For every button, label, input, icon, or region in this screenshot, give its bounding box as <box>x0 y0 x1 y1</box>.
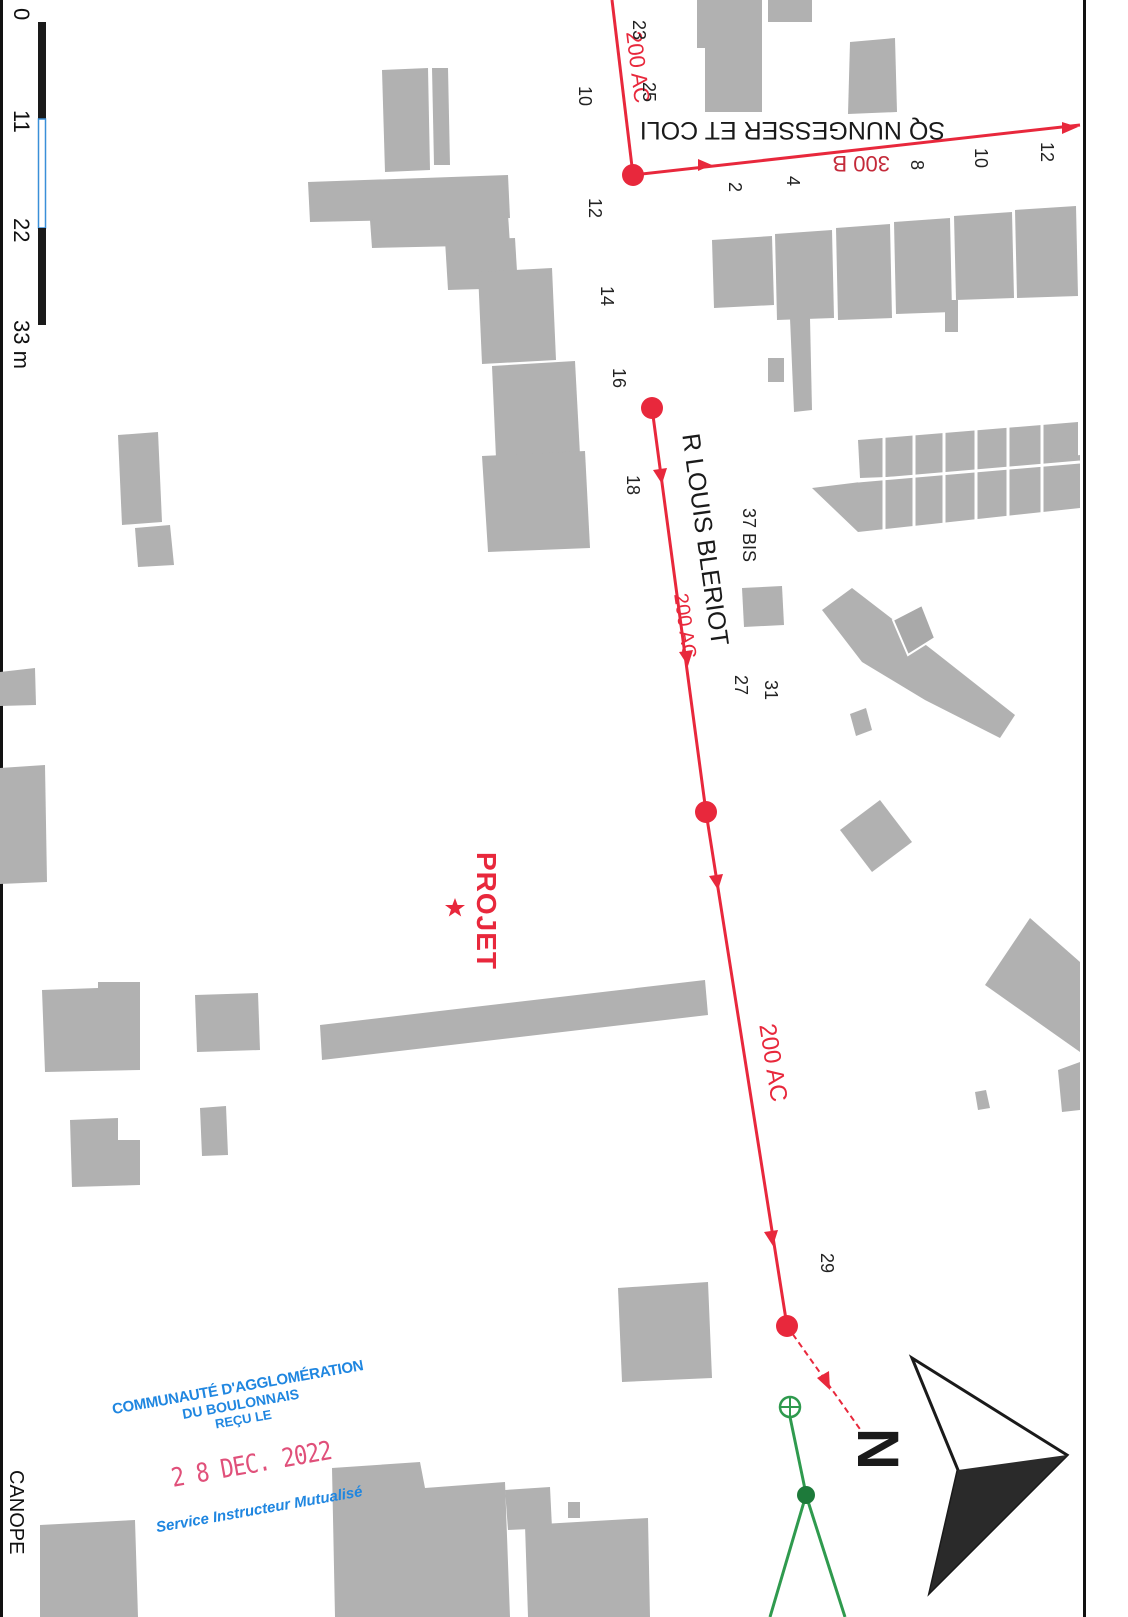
green-network-node <box>797 1486 815 1504</box>
building <box>985 918 1080 1052</box>
building <box>768 358 784 382</box>
building <box>768 0 812 22</box>
building <box>200 1106 228 1156</box>
green-pipe-line <box>788 1416 808 1495</box>
network-node <box>776 1315 798 1337</box>
house-number: 29 <box>817 1253 837 1274</box>
building <box>954 212 1014 300</box>
buildings <box>0 0 1081 1617</box>
scale-tick-label: 11 <box>9 110 34 133</box>
house-number: 25 <box>639 82 659 103</box>
scale-tick-label: 0 <box>9 8 34 21</box>
house-number: 27 <box>731 675 751 696</box>
building <box>850 708 872 736</box>
building-divider <box>857 460 1081 483</box>
green-pipe-line <box>768 1494 808 1617</box>
building <box>332 1462 510 1617</box>
house-number: 8 <box>907 160 927 171</box>
network-node <box>641 397 663 419</box>
building <box>891 603 937 657</box>
building <box>775 230 834 320</box>
footer-label: CANOPE <box>5 1470 27 1555</box>
building <box>40 1520 138 1617</box>
frame-right <box>1083 0 1086 1617</box>
building <box>0 668 36 706</box>
house-number: 4 <box>783 176 803 187</box>
building <box>42 982 140 1072</box>
green-network <box>768 1395 847 1617</box>
house-number: 12 <box>1037 142 1057 163</box>
scale-tick-label: 22 <box>9 218 34 243</box>
flow-arrow-icon <box>817 1371 830 1390</box>
building <box>618 1282 712 1382</box>
house-number: 12 <box>585 198 605 219</box>
house-number: 37 BIS <box>739 508 759 563</box>
flow-arrow-icon <box>709 874 723 890</box>
building <box>382 68 430 172</box>
scale-bar <box>37 22 47 325</box>
building <box>697 0 762 112</box>
house-number: 18 <box>623 475 643 496</box>
building <box>894 218 952 314</box>
building <box>945 300 958 332</box>
building <box>790 318 812 412</box>
street-label-sq-nungesser: SQ NUNGESSER ET COLI <box>639 116 945 144</box>
star-icon <box>445 898 465 917</box>
building <box>840 800 912 872</box>
building <box>118 432 162 525</box>
building <box>848 38 897 114</box>
building <box>135 525 174 567</box>
scale-segment <box>38 228 46 325</box>
scale-segment <box>37 118 47 229</box>
building <box>195 993 260 1052</box>
flow-arrow-icon <box>698 159 712 171</box>
north-label: N <box>845 1428 910 1470</box>
house-number: 16 <box>609 368 629 389</box>
pipe-line <box>610 0 635 176</box>
building <box>712 236 774 308</box>
scale-segment <box>38 22 46 119</box>
house-number: 10 <box>971 148 991 169</box>
red-network <box>610 0 1081 1433</box>
building <box>1058 1062 1080 1112</box>
flow-arrow-icon <box>764 1230 778 1246</box>
house-number: 14 <box>597 286 617 307</box>
house-number: 23 <box>629 20 649 41</box>
north-arrow-icon <box>908 1354 1070 1597</box>
building <box>525 1518 650 1617</box>
green-pipe-line <box>804 1494 847 1617</box>
building <box>836 224 892 320</box>
building <box>432 68 450 165</box>
north-arrow-fill <box>930 1455 1067 1592</box>
building <box>308 175 510 222</box>
house-number: 31 <box>761 680 781 701</box>
building <box>70 1118 140 1187</box>
building <box>1015 206 1078 298</box>
building <box>812 455 1080 532</box>
building <box>742 586 784 627</box>
building <box>482 451 590 552</box>
building <box>320 980 708 1060</box>
network-node <box>695 801 717 823</box>
house-number: 2 <box>725 182 745 193</box>
flow-arrow-icon <box>679 650 693 666</box>
building <box>975 1090 990 1110</box>
house-number: 10 <box>575 86 595 107</box>
network-node <box>622 164 644 186</box>
scale-tick-label: 33 m <box>9 320 34 369</box>
flow-arrow-icon <box>653 468 667 484</box>
project-label: PROJET <box>471 852 502 971</box>
building <box>505 1487 552 1530</box>
building <box>492 361 580 458</box>
building <box>0 765 47 884</box>
building <box>822 588 1015 738</box>
pipe-diameter-label: 300 B <box>832 151 891 176</box>
building <box>478 268 556 364</box>
building <box>568 1502 580 1518</box>
flow-arrow-icon <box>1062 122 1078 134</box>
